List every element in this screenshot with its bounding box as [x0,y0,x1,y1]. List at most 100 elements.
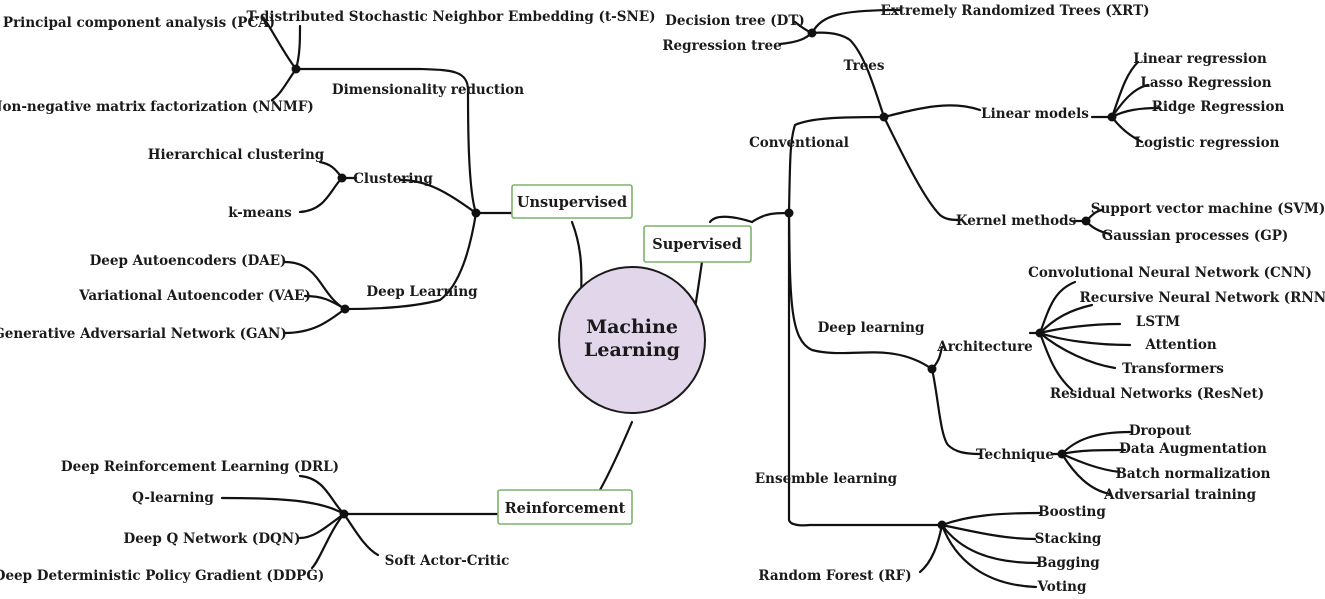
label-conventional: Conventional [749,135,849,151]
edge-arch-cnn [1038,280,1077,335]
edge-trees-xrt [810,8,902,35]
label-gan: Generative Adversarial Network (GAN) [0,326,287,342]
label-pca: Principal component analysis (PCA) [3,15,275,31]
edge-trees-link [810,31,886,119]
edge-center-unsupervised [570,220,583,299]
label-adversarial-training: Adversarial training [1103,487,1257,503]
edge-sup-spine [787,115,886,215]
branch-label-supervised: Supervised [652,236,741,253]
label-random-forest: Random Forest (RF) [758,568,911,584]
edge-lin-linreg [1110,60,1140,119]
edge-ens-stacking [940,523,1037,541]
label-resnet: Residual Networks (ResNet) [1050,386,1264,402]
label-voting: Voting [1037,579,1087,595]
edge-arch-attention [1038,331,1132,347]
label-ensemble-learning: Ensemble learning [755,471,898,487]
dot-clustering [337,173,347,183]
label-linear-regression: Linear regression [1133,51,1267,67]
label-hierarchical-clustering: Hierarchical clustering [148,147,325,163]
edges [220,8,1162,589]
label-tsne: T-distributed Stochastic Neighbor Embedd… [246,9,655,25]
label-boosting: Boosting [1038,504,1106,520]
edge-rl-dqn [298,512,346,540]
label-regression-tree: Regression tree [662,38,781,54]
branch-box-reinforcement [497,489,633,525]
dot-dimred [291,64,301,74]
label-sup-deep-learning: Deep learning [818,320,925,336]
branch-label-reinforcement: Reinforcement [505,500,626,517]
label-bagging: Bagging [1036,555,1100,571]
label-decision-tree: Decision tree (DT) [665,13,805,29]
dot-rl [339,509,349,519]
center-line1: Machine [586,316,678,338]
edge-center-supervised [693,260,704,310]
dot-linear [1107,112,1117,122]
branch-box-supervised [643,225,752,263]
label-dropout: Dropout [1129,423,1192,439]
branch-reinforcement: Reinforcement [497,489,633,525]
edge-lin-lasso [1110,83,1150,119]
supervised-labels: Conventional Trees Decision tree (DT) Re… [662,3,1325,595]
edge-arch-lstm [1038,322,1122,335]
center-line2: Learning [584,339,680,361]
branch-label-unsupervised: Unsupervised [517,194,627,211]
edge-arch-resnet [1038,331,1074,392]
edge-rl-ddpg [310,512,346,570]
reinforcement-labels: Deep Reinforcement Learning (DRL) Q-lear… [0,459,509,584]
center-node: Machine Learning [558,266,706,414]
edge-hub-dimred [294,67,478,215]
center-circle [558,266,706,414]
edge-clust-kmeans [298,176,344,214]
label-nnmf: Non-negative matrix factorization (NNMF) [0,99,314,115]
label-kernel-methods: Kernel methods [956,213,1077,229]
junction-dots [291,28,1117,530]
edge-dimred-pca [263,18,298,71]
label-batch-normalization: Batch normalization [1116,466,1271,482]
branch-unsupervised: Unsupervised [511,184,633,219]
label-clustering: Clustering [353,171,433,187]
label-vae: Variational Autoencoder (VAE) [78,288,311,304]
label-drl: Deep Reinforcement Learning (DRL) [61,459,339,475]
label-qlearning: Q-learning [132,490,214,506]
edge-sup-hub2 [750,211,791,224]
edge-ens-voting [940,523,1038,589]
label-xrt: Extremely Randomized Trees (XRT) [880,3,1149,19]
label-dae: Deep Autoencoders (DAE) [90,253,287,269]
label-logistic: Logistic regression [1135,135,1280,151]
label-attention: Attention [1144,337,1216,353]
label-svm: Support vector machine (SVM) [1091,201,1325,217]
label-dqn: Deep Q Network (DQN) [123,531,300,547]
label-sac: Soft Actor-Critic [385,553,510,569]
dot-udl [340,304,350,314]
edge-udl-gan [283,307,347,335]
label-architecture: Architecture [936,339,1033,355]
unsupervised-labels: Dimensionality reduction Principal compo… [0,9,656,342]
label-stacking: Stacking [1035,531,1102,547]
edge-hub-deeplearning [343,211,478,311]
edge-hub-clustering [398,178,478,215]
edge-udl-vae [303,294,347,311]
edge-sup-deeplearning [787,211,934,371]
edge-trees-regtree [778,31,814,46]
label-lasso: Lasso Regression [1140,75,1271,91]
label-technique: Technique [976,447,1054,463]
edge-tech-aug [1060,448,1127,456]
label-data-augmentation: Data Augmentation [1119,441,1267,457]
edge-tech-dropout [1060,430,1132,456]
dot-conv [879,112,889,122]
edge-tech-link [930,367,982,456]
label-gp: Gaussian processes (GP) [1102,228,1289,244]
label-dimensionality-reduction: Dimensionality reduction [332,82,524,98]
dot-ensemble [937,520,947,530]
dot-trees [807,28,817,38]
branch-supervised: Supervised [643,225,752,263]
label-transformers: Transformers [1122,361,1224,377]
edge-ens-boosting [940,511,1042,527]
label-linear-models: Linear models [981,106,1089,122]
edge-dimred-tsne [294,24,302,71]
edge-sup-hub [708,215,754,224]
label-unsup-deep-learning: Deep Learning [366,284,478,300]
edge-arch-transformers [1038,331,1117,370]
label-ridge: Ridge Regression [1152,99,1285,115]
